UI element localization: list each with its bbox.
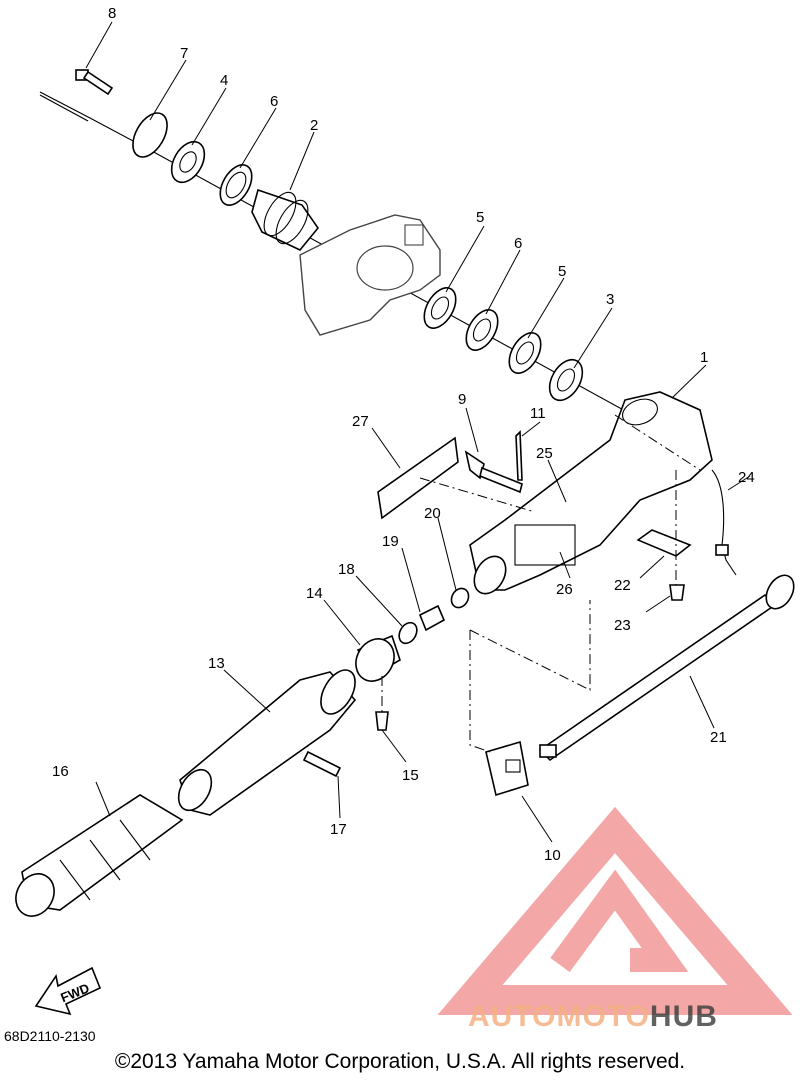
callout-5a: 5 [476, 209, 484, 226]
callout-2: 2 [310, 117, 318, 134]
callout-26: 26 [556, 581, 573, 598]
part-19-spring [418, 604, 446, 632]
part-20-plunger [450, 587, 470, 609]
fwd-arrow-icon: FWD [34, 966, 102, 1016]
part-16-grip [15, 794, 184, 917]
bracket-housing [299, 214, 441, 336]
part-4-grommet [170, 140, 206, 184]
drawing-code: 68D2110-2130 [4, 1028, 96, 1044]
callout-4: 4 [220, 72, 228, 89]
callout-25: 25 [536, 445, 553, 462]
callout-15: 15 [402, 767, 419, 784]
callout-13: 13 [208, 655, 225, 672]
callout-11: 10 [544, 847, 561, 864]
part-9-bolt [75, 69, 114, 96]
part-5-washer-a [423, 287, 457, 329]
part-11-bracket [485, 740, 529, 797]
callout-3: 3 [606, 291, 614, 308]
callout-16: 16 [52, 763, 69, 780]
callout-labels: 8 7 4 6 2 5 6 5 3 1 9 11 27 25 24 20 19 … [52, 5, 755, 864]
callout-18: 18 [338, 561, 355, 578]
callout-17: 17 [330, 821, 347, 838]
part-24-wire [711, 469, 737, 576]
part-22-plate [636, 529, 692, 557]
part-5-washer-b [508, 332, 542, 374]
part-6-wave-washer [465, 309, 499, 351]
part-1-tiller-handle [469, 391, 713, 595]
part-8-plate [132, 112, 168, 158]
callout-12: 11 [530, 405, 546, 422]
callout-1: 1 [700, 349, 708, 366]
brand-part1: AUTOMOTO [468, 1000, 650, 1033]
callout-22: 22 [614, 577, 631, 594]
leader-lines [85, 21, 751, 843]
callout-21: 21 [710, 729, 727, 746]
part-12-pin [515, 430, 523, 481]
callout-7: 6 [270, 93, 278, 110]
callout-14: 14 [306, 585, 323, 602]
part-18-washer [398, 621, 418, 645]
callout-8: 7 [180, 45, 188, 62]
automotohub-logo [437, 806, 793, 1015]
part-21-rod [538, 574, 795, 762]
part-13-throttle-shaft [177, 669, 357, 816]
part-14-collar [355, 634, 401, 682]
callout-20: 20 [424, 505, 441, 522]
part-3-bushing [548, 358, 584, 402]
automotohub-brand: AUTOMOTOHUB [468, 1000, 718, 1034]
part-10-friction-knob [464, 450, 523, 494]
part-23-screw [669, 584, 685, 601]
callout-23: 23 [614, 617, 631, 634]
callout-10: 9 [458, 391, 466, 408]
callout-6: 6 [514, 235, 522, 252]
part-2-friction-sleeve [251, 188, 320, 251]
callout-9: 8 [108, 5, 116, 22]
callout-19: 19 [382, 533, 399, 550]
part-27-label [377, 436, 459, 520]
part-17-screw [302, 750, 342, 778]
callout-5b: 5 [558, 263, 566, 280]
callout-24: 24 [738, 469, 755, 486]
part-7-ring [219, 164, 253, 206]
brand-part2: HUB [649, 1000, 718, 1033]
copyright-notice: ©2013 Yamaha Motor Corporation, U.S.A. A… [114, 1050, 686, 1073]
part-15-screw [375, 711, 389, 731]
callout-27: 27 [352, 413, 369, 430]
